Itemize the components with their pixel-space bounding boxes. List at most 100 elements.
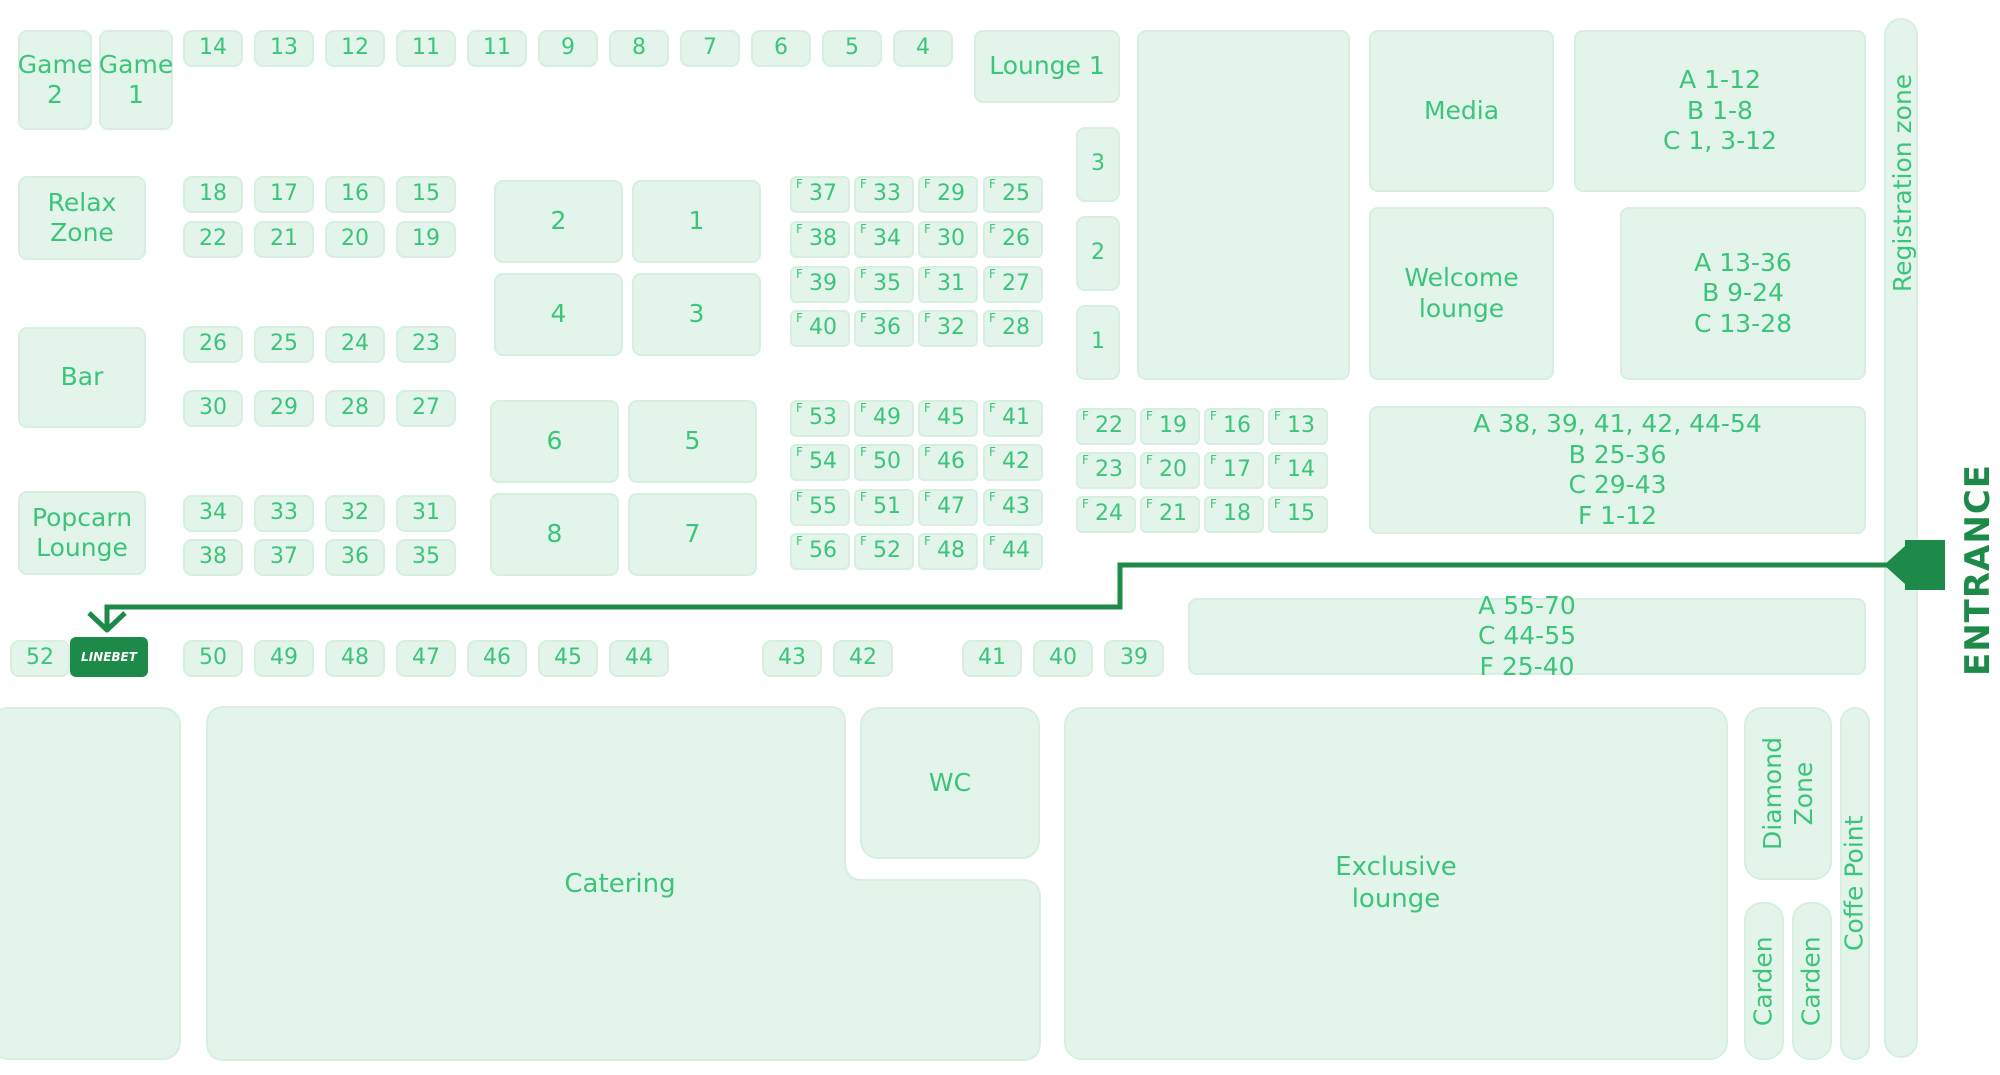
table-15[interactable]: 15 xyxy=(396,176,456,213)
table-28[interactable]: 28 xyxy=(325,390,385,427)
table-26[interactable]: 26 xyxy=(183,326,243,363)
table-bottom-49[interactable]: 49 xyxy=(254,640,314,677)
table-31[interactable]: 31 xyxy=(396,495,456,532)
table-23[interactable]: 23 xyxy=(396,326,456,363)
table-bottom-50[interactable]: 50 xyxy=(183,640,243,677)
table-top-13[interactable]: 13 xyxy=(254,30,314,67)
table-top-6[interactable]: 6 xyxy=(751,30,811,67)
table-27[interactable]: 27 xyxy=(396,390,456,427)
table-bottom-47[interactable]: 47 xyxy=(396,640,456,677)
table-36[interactable]: 36 xyxy=(325,539,385,576)
large-table-3[interactable]: 3 xyxy=(632,273,761,356)
table-bottom-43[interactable]: 43 xyxy=(762,640,822,677)
large-table-2[interactable]: 2 xyxy=(494,180,623,263)
table-19[interactable]: 19 xyxy=(396,221,456,258)
table-18[interactable]: 18 xyxy=(183,176,243,213)
table-bottom-44[interactable]: 44 xyxy=(609,640,669,677)
table-bottom-40[interactable]: 40 xyxy=(1033,640,1093,677)
large-table-5[interactable]: 5 xyxy=(628,400,757,483)
table-stack-1[interactable]: 1 xyxy=(1076,305,1120,380)
table-24[interactable]: 24 xyxy=(325,326,385,363)
table-17[interactable]: 17 xyxy=(254,176,314,213)
large-table-6[interactable]: 6 xyxy=(490,400,619,483)
table-33[interactable]: 33 xyxy=(254,495,314,532)
table-bottom-42[interactable]: 42 xyxy=(833,640,893,677)
table-top-7[interactable]: 7 xyxy=(680,30,740,67)
table-bottom-48[interactable]: 48 xyxy=(325,640,385,677)
table-top-11a[interactable]: 11 xyxy=(396,30,456,67)
table-bottom-46[interactable]: 46 xyxy=(467,640,527,677)
table-20[interactable]: 20 xyxy=(325,221,385,258)
table-top-14[interactable]: 14 xyxy=(183,30,243,67)
large-table-8[interactable]: 8 xyxy=(490,493,619,576)
table-top-8[interactable]: 8 xyxy=(609,30,669,67)
large-table-1[interactable]: 1 xyxy=(632,180,761,263)
table-34[interactable]: 34 xyxy=(183,495,243,532)
table-stack-2[interactable]: 2 xyxy=(1076,216,1120,291)
table-bottom-52[interactable]: 52 xyxy=(10,640,70,677)
table-16[interactable]: 16 xyxy=(325,176,385,213)
table-stack-3[interactable]: 3 xyxy=(1076,127,1120,202)
large-table-4[interactable]: 4 xyxy=(494,273,623,356)
table-32[interactable]: 32 xyxy=(325,495,385,532)
table-bottom-41[interactable]: 41 xyxy=(962,640,1022,677)
table-top-12[interactable]: 12 xyxy=(325,30,385,67)
table-30[interactable]: 30 xyxy=(183,390,243,427)
table-37[interactable]: 37 xyxy=(254,539,314,576)
table-bottom-39[interactable]: 39 xyxy=(1104,640,1164,677)
table-bottom-45[interactable]: 45 xyxy=(538,640,598,677)
table-38[interactable]: 38 xyxy=(183,539,243,576)
table-35[interactable]: 35 xyxy=(396,539,456,576)
table-top-4[interactable]: 4 xyxy=(893,30,953,67)
table-top-5[interactable]: 5 xyxy=(822,30,882,67)
table-22[interactable]: 22 xyxy=(183,221,243,258)
table-21[interactable]: 21 xyxy=(254,221,314,258)
large-table-7[interactable]: 7 xyxy=(628,493,757,576)
table-29[interactable]: 29 xyxy=(254,390,314,427)
